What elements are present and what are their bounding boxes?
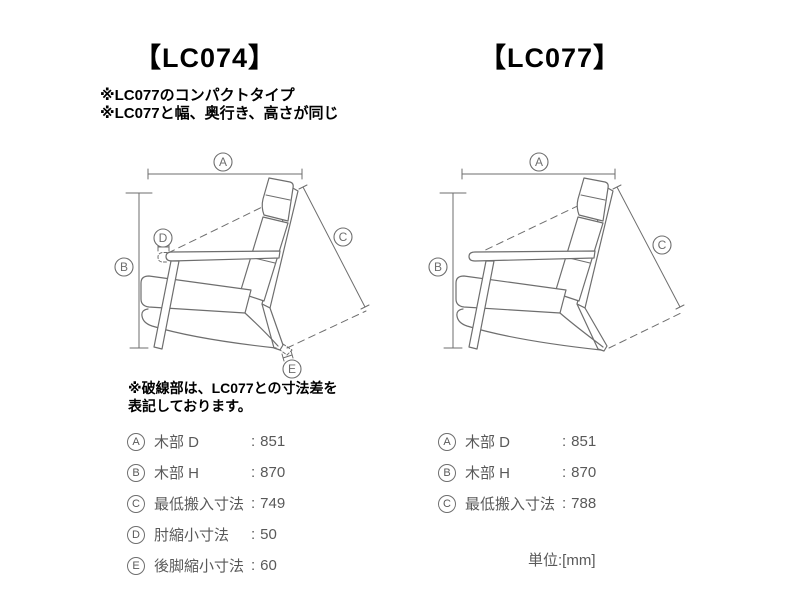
lc074-dimension-a-line: A <box>147 152 303 180</box>
lc077-spec-list: A 木部 D : 851 B 木部 H : 870 C 最低搬入寸法 : 788 <box>438 432 597 526</box>
spec-row-c: C 最低搬入寸法 : 749 <box>127 494 286 513</box>
spec-row-e: E 後脚縮小寸法 : 60 <box>127 556 285 575</box>
spec-value: 788 <box>571 495 597 512</box>
spec-mark-a: A <box>438 432 456 451</box>
lc077-dimension-c-line: C <box>612 184 685 310</box>
lc074-spec-list: A 木部 D : 851 B 木部 H : 870 C 最低搬入寸法 : 749… <box>127 432 286 588</box>
spec-separator: : <box>251 464 256 481</box>
lc074-dimension-c-line: C <box>298 184 370 310</box>
spec-label: 最低搬入寸法 <box>465 496 556 513</box>
spec-label: 木部 D <box>465 434 511 451</box>
unit-note: 単位:[mm] <box>528 552 596 569</box>
lc077-mark-a: A <box>535 155 543 169</box>
lc074-notes: ※LC077のコンパクトタイプ ※LC077と幅、奥行き、高さが同じ <box>100 87 339 123</box>
spec-value: 749 <box>260 495 286 512</box>
lc074-dashed-bottom <box>286 310 367 349</box>
spec-mark-a: A <box>127 432 145 451</box>
lc074-note-line1: ※LC077のコンパクトタイプ <box>100 87 295 104</box>
spec-value: 851 <box>571 433 597 450</box>
model-title-lc077: 【LC077】 <box>478 43 622 73</box>
spec-mark-c: C <box>127 494 145 513</box>
spec-separator: : <box>251 495 256 512</box>
lc077-mark-b: B <box>434 260 442 274</box>
lc074-dimension-d: D <box>153 228 173 263</box>
dashed-parts-note-line2: 表記しております。 <box>128 398 252 414</box>
spec-value: 870 <box>571 464 597 481</box>
spec-separator: : <box>251 433 256 450</box>
lc077-dimension-a-line: A <box>461 152 616 180</box>
lc077-chair-drawing <box>455 177 614 352</box>
spec-separator: : <box>251 526 256 543</box>
dashed-parts-note: ※破線部は、LC077との寸法差を 表記しております。 <box>128 379 338 415</box>
spec-value: 870 <box>260 464 286 481</box>
spec-label: 肘縮小寸法 <box>154 527 230 544</box>
spec-mark-b: B <box>127 463 145 482</box>
lc074-mark-d: D <box>159 231 168 245</box>
spec-row-b: B 木部 H : 870 <box>127 463 286 482</box>
spec-value: 50 <box>260 526 277 543</box>
spec-value: 851 <box>260 433 286 450</box>
lc074-chair-diagram: A B C <box>114 152 370 379</box>
dashed-parts-note-line1: ※破線部は、LC077との寸法差を <box>128 380 338 396</box>
lc077-chair-diagram: A B C <box>428 152 685 352</box>
spec-label: 木部 H <box>465 465 511 482</box>
lc074-dimension-e: E <box>279 343 302 379</box>
spec-mark-b: B <box>438 463 456 482</box>
spec-separator: : <box>562 464 567 481</box>
lc077-dimension-b-line: B <box>428 192 467 349</box>
spec-label: 木部 H <box>154 465 200 482</box>
spec-row-c: C 最低搬入寸法 : 788 <box>438 494 597 513</box>
spec-row-d: D 肘縮小寸法 : 50 <box>127 525 285 544</box>
spec-label: 木部 D <box>154 434 200 451</box>
lc074-chair-drawing <box>140 177 299 351</box>
spec-separator: : <box>562 495 567 512</box>
spec-row-b: B 木部 H : 870 <box>438 463 597 482</box>
spec-label: 後脚縮小寸法 <box>154 558 245 575</box>
spec-separator: : <box>562 433 567 450</box>
lc074-mark-e: E <box>288 362 296 376</box>
spec-mark-c: C <box>438 494 456 513</box>
spec-mark-d: D <box>127 525 145 544</box>
lc074-mark-b: B <box>120 260 128 274</box>
spec-row-a: A 木部 D : 851 <box>127 432 286 451</box>
lc074-dimension-b-line: B <box>114 192 153 349</box>
lc074-mark-a: A <box>219 155 227 169</box>
spec-value: 60 <box>260 557 277 574</box>
spec-mark-e: E <box>127 556 145 575</box>
lc074-mark-c: C <box>339 230 348 244</box>
lc077-dashed-bottom <box>608 312 682 349</box>
spec-separator: : <box>251 557 256 574</box>
model-title-lc074: 【LC074】 <box>133 43 277 73</box>
lc077-mark-c: C <box>658 238 667 252</box>
spec-row-a: A 木部 D : 851 <box>438 432 597 451</box>
spec-label: 最低搬入寸法 <box>154 496 245 513</box>
lc074-note-line2: ※LC077と幅、奥行き、高さが同じ <box>100 105 339 122</box>
